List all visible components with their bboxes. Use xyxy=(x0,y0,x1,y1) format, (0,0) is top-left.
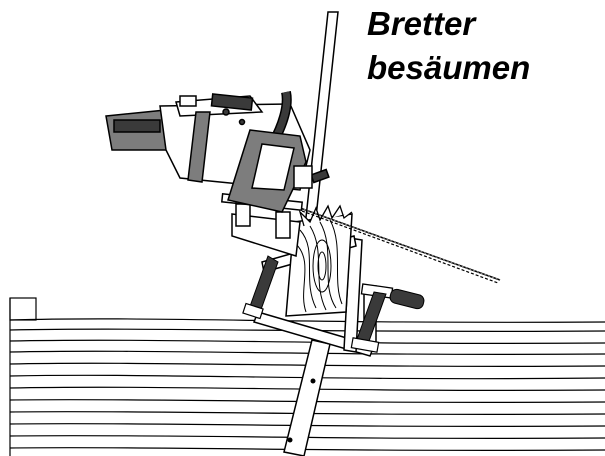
board-line xyxy=(9,350,605,355)
clamp-screw xyxy=(350,283,425,353)
board-line xyxy=(9,398,605,404)
caption-line-1: Bretter xyxy=(367,5,476,42)
board-line xyxy=(9,362,605,367)
board-line xyxy=(9,374,605,380)
board-line xyxy=(9,318,605,323)
board-line xyxy=(9,328,605,333)
board-line xyxy=(9,339,605,344)
guide-rail xyxy=(303,11,339,237)
chainsaw xyxy=(105,90,330,213)
post-hole xyxy=(287,437,293,443)
board-end-block xyxy=(9,297,37,321)
guide-post xyxy=(283,339,331,456)
saw-bar xyxy=(299,207,501,284)
log-section xyxy=(285,204,353,317)
left-clamp-lever xyxy=(242,255,279,320)
caption-line-2: besäumen xyxy=(367,49,531,86)
board-line xyxy=(9,410,605,416)
board-line xyxy=(9,422,605,428)
board-line xyxy=(9,386,605,391)
board-stack xyxy=(9,297,605,456)
board-line xyxy=(9,434,605,440)
post-hole xyxy=(310,378,316,384)
board-line xyxy=(9,446,605,452)
